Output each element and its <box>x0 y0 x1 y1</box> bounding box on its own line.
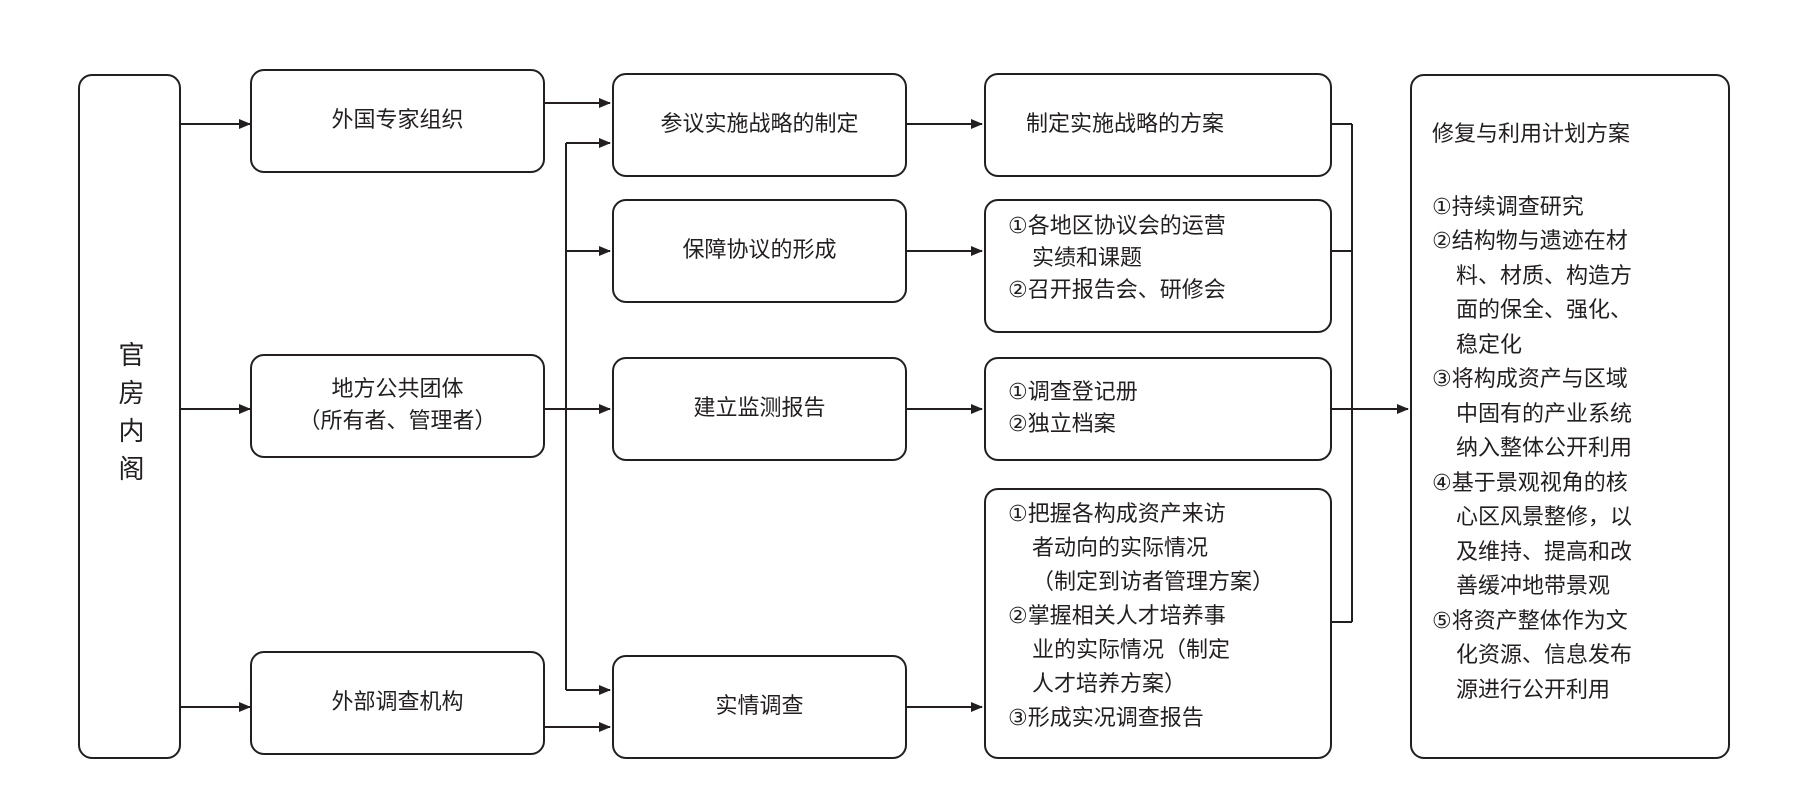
local-gov-label-line2: （所有者、管理者） <box>298 409 497 434</box>
survey-item: 业的实际情况（制定 <box>1032 638 1231 663</box>
final-plan-title: 修复与利用计划方案 <box>1432 122 1631 147</box>
monitoring-items-box: ①调查登记册 ②独立档案 <box>984 357 1332 461</box>
plan-item: 中固有的产业系统 <box>1456 401 1633 427</box>
field-survey-box: 实情调查 <box>612 655 907 759</box>
plan-item: 善缓冲地带景观 <box>1456 574 1611 599</box>
agreement-formation-label: 保障协议的形成 <box>682 238 837 263</box>
plan-item: ①持续调查研究 <box>1432 194 1584 220</box>
plan-item: ②结构物与遗迹在材 <box>1432 229 1628 254</box>
survey-item: 人才培养方案） <box>1032 672 1187 697</box>
survey-item: ③形成实况调查报告 <box>1008 706 1204 731</box>
survey-item: ②掌握相关人才培养事 <box>1008 604 1226 629</box>
monitoring-item: ②独立档案 <box>1008 412 1116 437</box>
foreign-experts-label: 外国专家组织 <box>331 108 464 133</box>
plan-item: 料、材质、构造方 <box>1456 263 1633 289</box>
plan-item: ③将构成资产与区域 <box>1432 367 1628 392</box>
agreement-item: ①各地区协议会的运营 <box>1008 214 1226 239</box>
strategy-plan-label: 制定实施战略的方案 <box>1026 112 1225 137</box>
plan-item: 及维持、提高和改 <box>1456 539 1633 565</box>
strategy-participation-box: 参议实施战略的制定 <box>612 73 907 177</box>
foreign-experts-box: 外国专家组织 <box>250 69 545 173</box>
external-research-box: 外部调查机构 <box>250 651 545 755</box>
local-gov-label-line1: 地方公共团体 <box>331 377 464 402</box>
agreement-formation-box: 保障协议的形成 <box>612 199 907 303</box>
plan-item: 心区风景整修，以 <box>1456 505 1633 530</box>
survey-item: 者动向的实际情况 <box>1032 536 1209 561</box>
plan-item: 面的保全、强化、 <box>1456 298 1633 323</box>
monitoring-report-box: 建立监测报告 <box>612 357 907 461</box>
plan-item: 纳入整体公开利用 <box>1456 436 1633 461</box>
monitoring-item: ①调查登记册 <box>1008 380 1138 405</box>
agreement-item: ②召开报告会、研修会 <box>1008 278 1226 303</box>
survey-item: （制定到访者管理方案） <box>1032 570 1275 595</box>
plan-item: ⑤将资产整体作为文 <box>1432 608 1628 634</box>
survey-items-box: ①把握各构成资产来访 者动向的实际情况 （制定到访者管理方案） ②掌握相关人才培… <box>984 488 1332 759</box>
external-research-label: 外部调查机构 <box>331 690 464 715</box>
agreement-item: 实绩和课题 <box>1032 246 1143 271</box>
field-survey-label: 实情调查 <box>715 694 804 719</box>
strategy-plan-box: 制定实施战略的方案 <box>984 73 1332 177</box>
monitoring-report-label: 建立监测报告 <box>693 396 826 421</box>
survey-item: ①把握各构成资产来访 <box>1008 502 1226 527</box>
plan-item: ④基于景观视角的核 <box>1432 470 1628 496</box>
local-gov-box: 地方公共团体 （所有者、管理者） <box>250 354 545 458</box>
strategy-participation-label: 参议实施战略的制定 <box>660 112 859 137</box>
agreement-items-box: ①各地区协议会的运营 实绩和课题 ②召开报告会、研修会 <box>984 199 1332 333</box>
final-plan-box: 修复与利用计划方案 ①持续调查研究 ②结构物与遗迹在材 料、材质、构造方 面的保… <box>1410 74 1730 759</box>
cabinet-box: 官房内阁 <box>78 74 181 759</box>
plan-item: 化资源、信息发布 <box>1456 643 1633 668</box>
cabinet-label: 官房内阁 <box>114 340 144 493</box>
plan-item: 稳定化 <box>1456 332 1523 358</box>
plan-item: 源进行公开利用 <box>1456 677 1611 703</box>
